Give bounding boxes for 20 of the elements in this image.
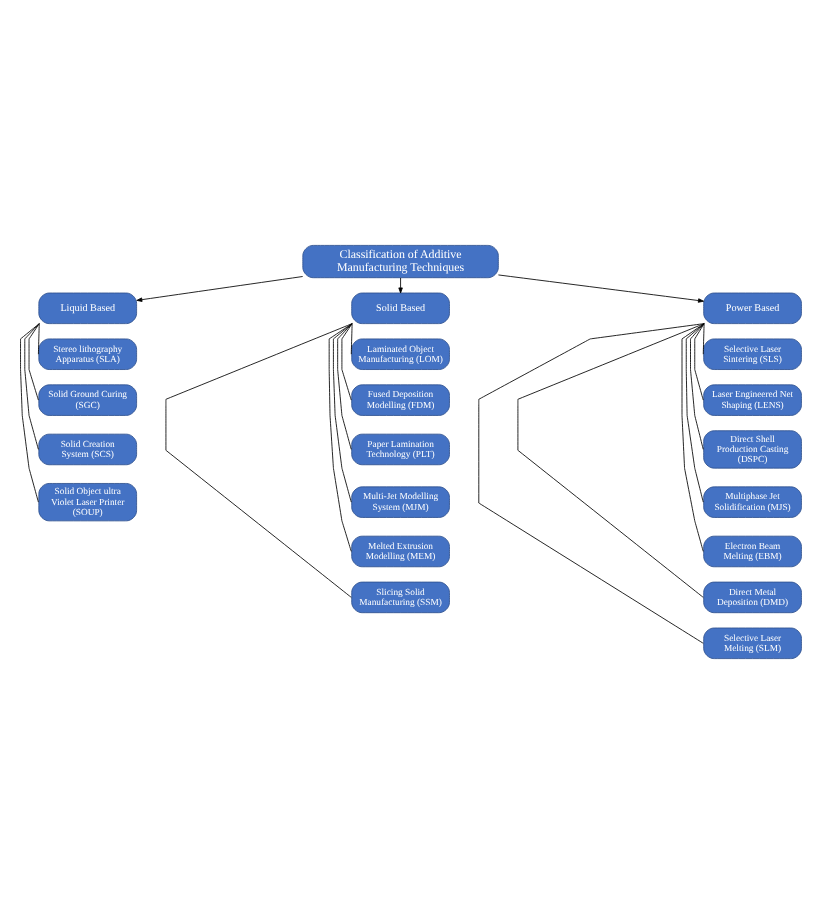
- arrow: [136, 276, 304, 302]
- connector: [517, 323, 705, 598]
- connector: [685, 323, 705, 503]
- arrow: [497, 274, 704, 303]
- connector: [350, 323, 353, 355]
- connector: [341, 323, 353, 401]
- connector: [165, 323, 353, 598]
- arrow: [398, 277, 403, 294]
- connector: [20, 323, 40, 503]
- connector: [24, 323, 40, 450]
- connector: [337, 323, 353, 450]
- connector: [702, 323, 705, 355]
- connector: [694, 323, 705, 401]
- connector: [681, 323, 705, 552]
- connector: [478, 323, 705, 644]
- connector: [28, 323, 40, 401]
- connector: [333, 323, 353, 503]
- connector: [328, 323, 353, 552]
- connector: [37, 323, 40, 355]
- connector: [690, 323, 705, 450]
